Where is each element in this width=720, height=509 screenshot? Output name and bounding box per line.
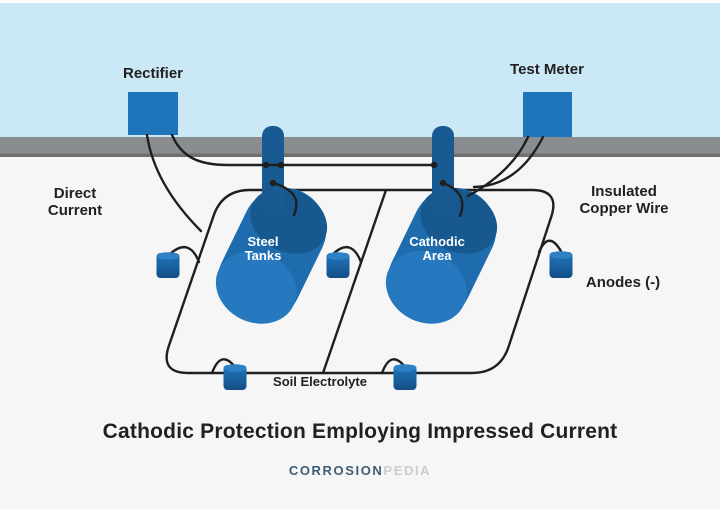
rectifier-anode-wire xyxy=(145,133,203,233)
ground-strip-edge xyxy=(0,153,720,157)
soil-electrolyte-label: Soil Electrolyte xyxy=(273,374,367,389)
insulated-line1: Insulated xyxy=(591,183,657,200)
anode-lead-right xyxy=(537,239,564,255)
insulated-line2: Copper Wire xyxy=(579,199,669,217)
test-meter-label: Test Meter xyxy=(510,61,584,78)
logo-secondary-text: PEDIA xyxy=(383,463,432,478)
anode-lead-middle xyxy=(331,245,363,264)
test-meter-wire-2 xyxy=(472,135,545,189)
wire-connection-dots xyxy=(262,161,447,187)
soil-electrolyte-boundary xyxy=(165,188,555,375)
tank1-bond-wire xyxy=(271,181,298,217)
soil-boundary-divider xyxy=(321,189,388,374)
anode-left xyxy=(156,252,180,278)
cathodic-area-line2: Area xyxy=(422,247,452,263)
steel-tank xyxy=(215,187,328,324)
steel-tanks-line1: Steel xyxy=(247,234,279,249)
steel-tanks-line2: Tanks xyxy=(244,247,282,263)
rectifier-tank-wire xyxy=(170,133,436,167)
anode-bottom-right xyxy=(393,364,417,390)
circuit-wires xyxy=(145,133,545,233)
anode-bottom-left xyxy=(223,364,247,390)
cathodic-tank-riser xyxy=(432,126,454,216)
direct-current-label: Direct Current xyxy=(15,185,135,220)
sky-background xyxy=(0,0,720,140)
direct-current-line1: Direct xyxy=(53,185,97,202)
test-meter-box xyxy=(523,92,572,137)
steel-tanks-label: Steel Tanks xyxy=(203,235,323,262)
insulated-copper-wire-label: Insulated Copper Wire xyxy=(550,183,698,218)
rectifier-label: Rectifier xyxy=(122,65,184,82)
anode-lead-left xyxy=(168,245,201,264)
anode-right xyxy=(549,251,573,278)
anode-middle xyxy=(326,252,350,278)
steel-tank-riser xyxy=(262,126,284,216)
test-meter-wire-1 xyxy=(466,135,530,198)
cathodic-area-label: Cathodic Area xyxy=(377,235,497,262)
direct-current-line2: Current xyxy=(47,201,103,219)
rectifier-box xyxy=(128,92,178,135)
anodes-label: Anodes (-) xyxy=(585,274,661,291)
tank2-bond-wire xyxy=(441,181,464,218)
underground-background xyxy=(0,157,720,509)
anode-lead-wires xyxy=(168,239,564,375)
cathodic-area-line1: Cathodic xyxy=(409,234,465,249)
corrosionpedia-logo: CORROSIONPEDIA xyxy=(0,463,720,479)
diagram-title: Cathodic Protection Employing Impressed … xyxy=(102,420,618,443)
top-border xyxy=(0,0,720,3)
logo-primary-text: CORROSION xyxy=(288,463,384,478)
